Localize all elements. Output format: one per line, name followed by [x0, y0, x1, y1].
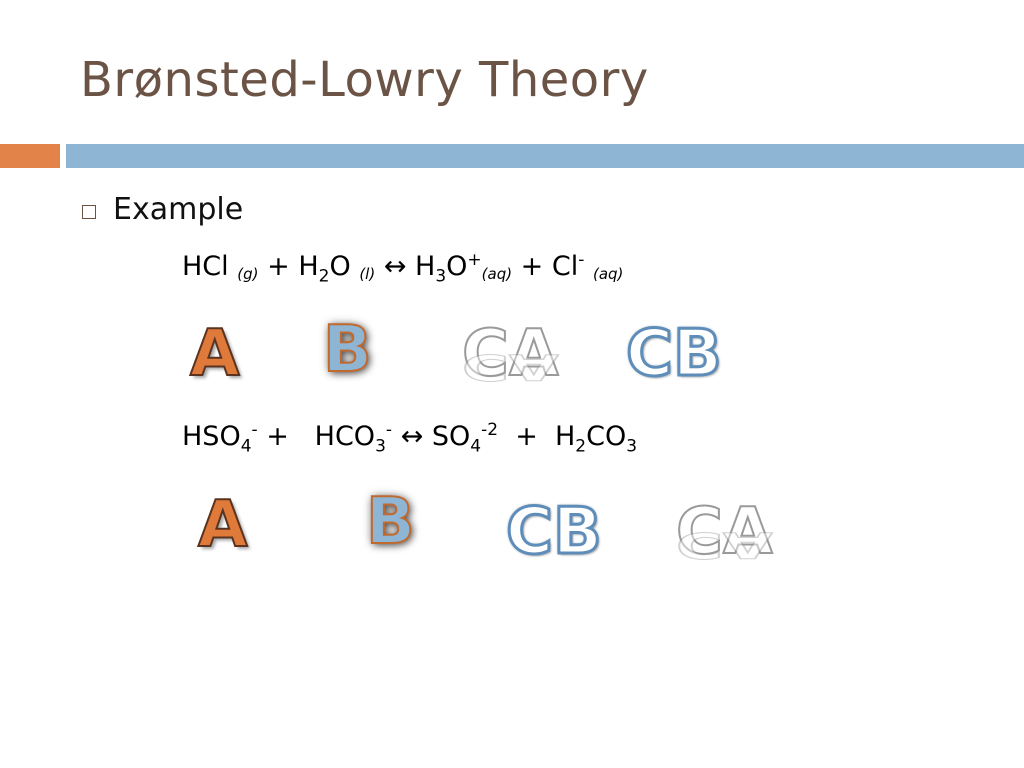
eq1-reactant-2: H2O — [298, 251, 351, 287]
eq1-product-2: Cl- — [551, 250, 585, 282]
slide-title: Brønsted-Lowry Theory — [80, 52, 649, 108]
eq1-reactant-1-state: (g) — [237, 265, 259, 283]
eq1-label-conjugate-acid: CA CA — [461, 317, 559, 391]
eq1-plus-1: + — [267, 251, 290, 282]
eq2-label-base: B — [365, 485, 416, 559]
eq1-label-base: B — [322, 313, 373, 387]
eq2-product-1: SO4-2 — [431, 420, 499, 457]
accent-bar-orange — [0, 144, 60, 168]
eq2-label-acid: A — [197, 488, 249, 562]
eq1-product-2-state: (aq) — [592, 265, 624, 283]
eq2-label-conjugate-acid: CA CA — [675, 495, 773, 569]
eq1-arrow: ↔ — [383, 251, 407, 282]
eq2-label-conjugate-base: CB — [505, 495, 604, 569]
bullet-text: Example — [113, 192, 244, 227]
eq2-plus-1: + — [266, 421, 289, 452]
eq1-plus-2: + — [520, 251, 544, 282]
eq1-reactant-2-state: (l) — [359, 265, 376, 283]
eq2-reactant-1: HSO4- — [182, 420, 258, 457]
eq1-product-1: H3O+ — [415, 250, 482, 287]
eq2-product-2: H2CO3 — [554, 421, 638, 457]
eq2-reactant-2: HCO3- — [314, 420, 393, 457]
accent-bar-blue — [66, 144, 1024, 168]
eq2-plus-2: + — [515, 421, 538, 452]
equation-1: HCl (g) + H2O (l) ↔ H3O+(aq) + Cl- (aq) — [182, 250, 623, 286]
eq1-label-conjugate-base: CB — [625, 317, 724, 391]
square-bullet-icon — [82, 204, 96, 219]
eq1-label-acid: A — [189, 317, 241, 391]
eq2-arrow: ↔ — [400, 421, 424, 452]
bullet-item: Example — [82, 192, 243, 227]
equation-2: HSO4- + HCO3- ↔ SO4-2 + H2CO3 — [182, 420, 637, 456]
eq1-product-1-state: (aq) — [481, 265, 513, 283]
eq1-reactant-1: HCl — [182, 251, 229, 282]
